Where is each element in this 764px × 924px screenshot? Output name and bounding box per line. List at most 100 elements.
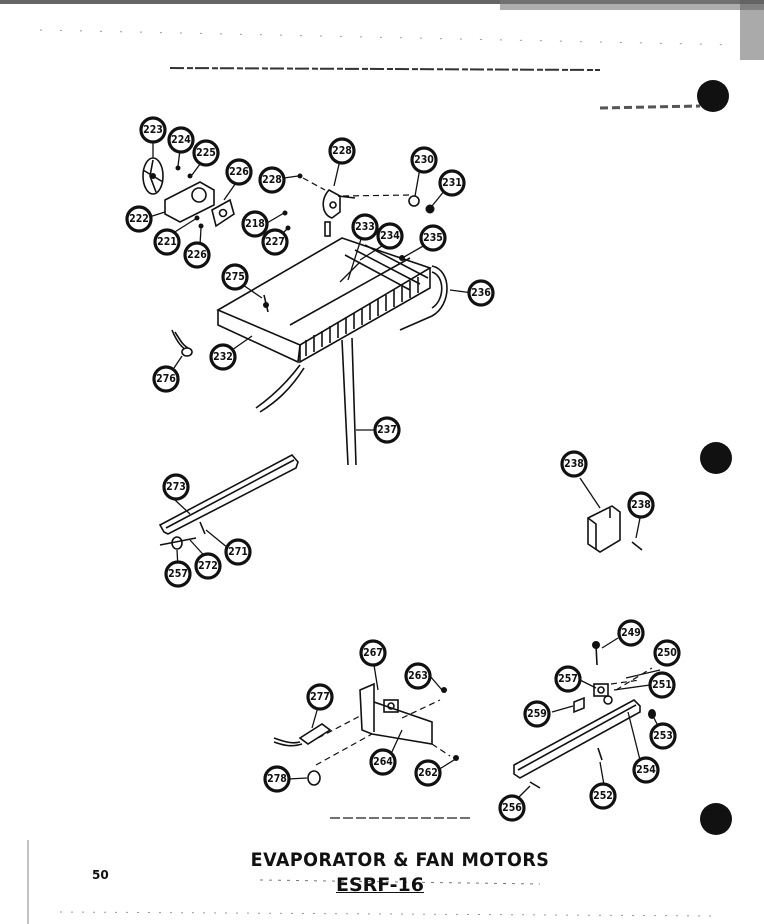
fan-blade-part — [142, 157, 164, 195]
svg-text:238: 238 — [631, 499, 651, 511]
callouts: 223 224 225 226 228 228 230 231 222 221 … — [125, 116, 681, 822]
leader-lines-top — [145, 140, 474, 431]
evaporator-part — [216, 237, 448, 466]
callout-273: 273 — [162, 473, 190, 501]
svg-text:234: 234 — [380, 230, 400, 242]
callout-278: 278 — [263, 765, 291, 793]
motor-clip-part — [211, 198, 235, 228]
binder-hole — [700, 442, 732, 474]
callout-221: 221 — [153, 228, 181, 256]
svg-text:228: 228 — [262, 174, 282, 186]
callout-249: 249 — [617, 619, 645, 647]
binder-holes — [697, 80, 732, 835]
callout-257: 257 — [164, 560, 192, 588]
callout-254: 254 — [632, 756, 660, 784]
thermostat-bulb-part — [171, 329, 193, 357]
callout-218: 218 — [241, 210, 269, 238]
svg-text:226: 226 — [187, 249, 207, 261]
callout-238: 238 — [560, 450, 588, 478]
svg-text:231: 231 — [442, 177, 462, 189]
fan-motor-part — [164, 165, 215, 229]
callout-226-b: 226 — [183, 241, 211, 269]
callout-231: 231 — [438, 169, 466, 197]
svg-text:264: 264 — [373, 756, 393, 768]
callout-228-b: 228 — [258, 166, 286, 194]
nut-part — [425, 204, 435, 214]
callout-225: 225 — [192, 139, 220, 167]
callout-227: 227 — [261, 228, 289, 256]
callout-263: 263 — [404, 662, 432, 690]
svg-text:277: 277 — [310, 691, 330, 703]
svg-text:276: 276 — [156, 373, 176, 385]
callout-259: 259 — [523, 700, 551, 728]
svg-text:271: 271 — [228, 546, 248, 558]
callout-252: 252 — [589, 782, 617, 810]
svg-text:236: 236 — [471, 287, 491, 299]
svg-text:238: 238 — [564, 458, 584, 470]
callout-253: 253 — [649, 722, 677, 750]
callout-272: 272 — [194, 552, 222, 580]
page-number: 50 — [92, 868, 109, 882]
svg-text:223: 223 — [143, 124, 163, 136]
svg-text:253: 253 — [653, 730, 673, 742]
callout-237: 237 — [373, 416, 401, 444]
callout-234: 234 — [376, 222, 404, 250]
fan-motor-assembly — [142, 140, 474, 466]
svg-text:227: 227 — [265, 236, 285, 248]
svg-text:224: 224 — [171, 134, 191, 146]
svg-text:226: 226 — [229, 166, 249, 178]
svg-text:267: 267 — [363, 647, 383, 659]
svg-text:221: 221 — [157, 236, 177, 248]
svg-text:273: 273 — [166, 481, 186, 493]
svg-text:250: 250 — [657, 647, 677, 659]
callout-251: 251 — [648, 671, 676, 699]
svg-text:252: 252 — [593, 790, 613, 802]
callout-262: 262 — [414, 759, 442, 787]
binder-hole — [697, 80, 729, 112]
svg-text:257: 257 — [558, 673, 578, 685]
rail-254-assembly — [513, 637, 661, 799]
svg-text:263: 263 — [408, 670, 428, 682]
callout-224: 224 — [167, 126, 195, 154]
callout-233: 233 — [351, 213, 379, 241]
svg-text:262: 262 — [418, 767, 438, 779]
binder-hole — [700, 803, 732, 835]
callout-235: 235 — [419, 224, 447, 252]
svg-text:257: 257 — [168, 568, 188, 580]
callout-275: 275 — [221, 263, 249, 291]
callout-276: 276 — [152, 365, 180, 393]
callout-257-b: 257 — [554, 665, 582, 693]
callout-250: 250 — [653, 639, 681, 667]
callout-256: 256 — [498, 794, 526, 822]
callout-238-b: 238 — [627, 491, 655, 519]
svg-text:254: 254 — [636, 764, 656, 776]
svg-text:222: 222 — [129, 213, 149, 225]
bracket-264-assembly — [273, 664, 459, 786]
svg-text:233: 233 — [355, 221, 375, 233]
callout-228: 228 — [328, 137, 356, 165]
svg-text:232: 232 — [213, 351, 233, 363]
svg-text:230: 230 — [414, 154, 434, 166]
fan-bracket-part — [282, 173, 411, 237]
svg-text:259: 259 — [527, 708, 547, 720]
callout-271: 271 — [224, 538, 252, 566]
svg-text:251: 251 — [652, 679, 672, 691]
svg-text:272: 272 — [198, 560, 218, 572]
svg-text:256: 256 — [502, 802, 522, 814]
model-number: ESRF-16 — [335, 874, 424, 896]
diagram-title: EVAPORATOR & FAN MOTORS — [250, 849, 550, 871]
svg-text:237: 237 — [377, 424, 397, 436]
callout-267: 267 — [359, 639, 387, 667]
callout-230: 230 — [410, 146, 438, 174]
callout-264: 264 — [369, 748, 397, 776]
callout-226: 226 — [225, 158, 253, 186]
callout-236: 236 — [467, 279, 495, 307]
svg-text:249: 249 — [621, 627, 641, 639]
svg-text:218: 218 — [245, 218, 265, 230]
callout-222: 222 — [125, 205, 153, 233]
svg-text:235: 235 — [423, 232, 443, 244]
rail-assembly — [158, 453, 299, 569]
svg-text:228: 228 — [332, 145, 352, 157]
